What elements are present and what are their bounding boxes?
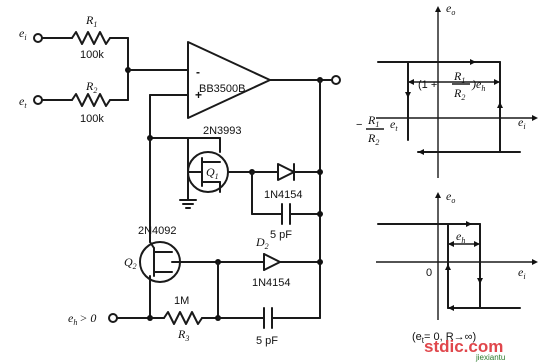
bottom-section: eh> 0 1M R3 5 pF <box>68 295 321 347</box>
input-section: ei R1 100k et R2 100k <box>19 13 189 125</box>
r2-resistor <box>71 93 111 107</box>
opamp-plus: + <box>195 88 202 102</box>
q1-section: 2N3993 Q1 1N4154 5 pF <box>147 125 323 241</box>
r2-label: R2 <box>85 79 97 95</box>
top-y-label: eo <box>446 1 455 17</box>
opamp-part: BB3500B <box>199 83 245 95</box>
top-hyst-prefix: (1 + <box>418 79 437 91</box>
top-x-label: ei <box>518 115 526 131</box>
top-hyst-num: R1 <box>453 69 465 85</box>
watermark-site: jiexiantu <box>475 353 505 362</box>
opamp-minus: - <box>196 65 200 79</box>
q1-label: Q1 <box>206 165 219 181</box>
et-label: et <box>19 94 27 110</box>
q2-label: Q2 <box>124 255 137 271</box>
top-hyst-den: R2 <box>453 86 465 102</box>
ei-label: ei <box>19 26 27 42</box>
eh-label: eh> 0 <box>68 311 96 327</box>
r2-value: 100k <box>80 113 104 125</box>
d2-diode <box>263 253 281 271</box>
top-left-den: R2 <box>367 131 379 147</box>
d2-part: 1N4154 <box>252 277 291 289</box>
r1-label: R1 <box>85 13 97 29</box>
r3-label: R3 <box>177 327 189 343</box>
r3-resistor <box>163 311 203 325</box>
d1-diode <box>277 163 295 181</box>
q2-part: 2N4092 <box>138 225 177 237</box>
ei-terminal <box>33 33 43 43</box>
eh-terminal <box>108 313 118 323</box>
bottom-x-label: ei <box>518 265 526 281</box>
transfer-graph-bottom: eo ei 0 eh (et= 0, R→∞) <box>376 189 538 345</box>
bottom-eh: eh <box>456 229 465 245</box>
d1-part: 1N4154 <box>264 189 303 201</box>
watermark-brand: stdic.com <box>424 337 503 356</box>
top-hyst-suffix: )eh <box>471 77 485 93</box>
r1-resistor <box>71 31 111 45</box>
opamp: - + BB3500B <box>149 41 341 319</box>
top-left-et: et <box>390 117 398 133</box>
transfer-graph-top: eo ei (1 + R1 R2 )eh − R1 R2 et <box>356 1 538 178</box>
bottom-origin: 0 <box>426 267 432 279</box>
output-terminal <box>331 75 341 85</box>
r3-value: 1M <box>174 295 189 307</box>
top-left-num: R1 <box>367 113 379 129</box>
q2-section: 2N4092 Q2 D2 1N4154 <box>124 137 323 319</box>
bottom-y-label: eo <box>446 189 455 205</box>
q1-part: 2N3993 <box>203 125 242 137</box>
opamp-triangle <box>187 41 271 119</box>
et-terminal <box>33 95 43 105</box>
top-left-sign: − <box>356 119 362 131</box>
c1-value: 5 pF <box>270 229 292 241</box>
r1-value: 100k <box>80 49 104 61</box>
watermark: stdic.com jiexiantu <box>424 337 505 362</box>
c2-value: 5 pF <box>256 335 278 347</box>
d2-label: D2 <box>255 235 269 251</box>
bottom-caption: (et= 0, R→∞) <box>412 331 476 345</box>
